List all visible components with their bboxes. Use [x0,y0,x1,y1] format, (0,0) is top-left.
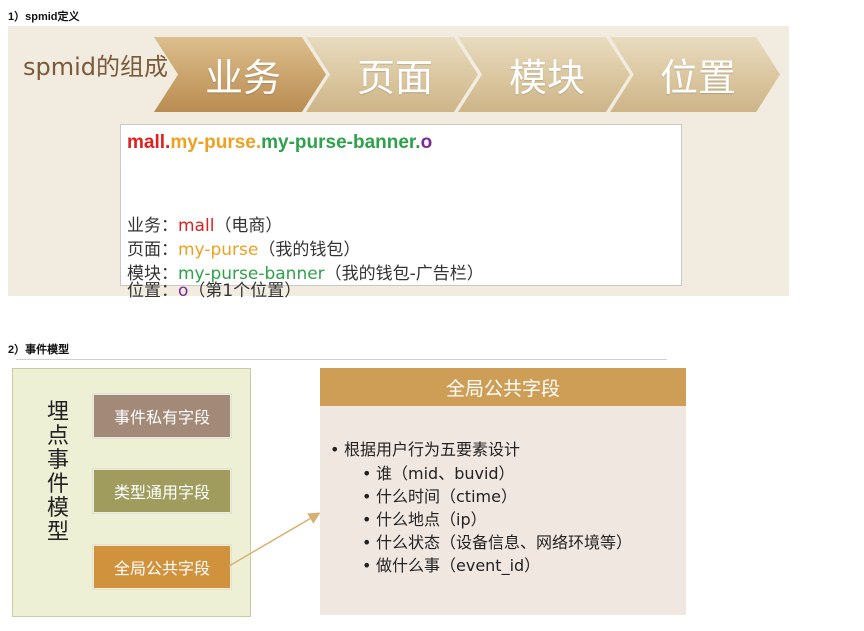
definition-note: （电商） [214,216,283,236]
definition-position: 位置：o（第1个位置） [127,283,301,300]
section1-heading: 1）spmid定义 [8,11,80,23]
event-model-box: 埋 点 事 件 模 型 事件私有字段 类型通用字段 全局公共字段 [12,368,251,617]
spm-example: mall.my-purse.my-purse-banner.o [127,132,432,154]
sub-bullet: •什么时间（ctime） [362,487,517,506]
sub-bullet: •什么地点（ip） [362,510,487,529]
chevron-business-label: 业务 [204,56,281,100]
definition-note: （我的钱包-广告栏） [324,264,484,284]
spm-part-module: my-purse-banner [261,132,416,153]
global-fields-box: 全局公共字段 [93,545,231,589]
main-bullet-text: 根据用户行为五要素设计 [344,440,521,459]
chevron-page: 页面 [306,37,478,112]
chevron-module-label: 模块 [508,56,585,100]
sub-bullet-text: 做什么事（event_id） [376,556,541,575]
definition-label: 位置： [127,281,178,301]
sub-bullet-text: 什么地点（ip） [376,510,487,529]
spmid-example-card: mall.my-purse.my-purse-banner.o 业务：mall（… [120,124,682,300]
chevron-position-label: 位置 [659,56,736,100]
spm-dot: . [165,132,171,153]
event-model-title: 埋 点 事 件 模 型 [44,401,72,545]
chevron-module: 模块 [458,37,630,112]
spmid-panel: spmid的组成 业务 页面 模块 位置 mall.my-purse.my-pu… [8,26,789,300]
main-bullet: •根据用户行为五要素设计 [330,440,521,459]
sub-bullet-text: 什么时间（ctime） [376,487,517,506]
definition-note: （第1个位置） [188,281,302,301]
chevron-page-label: 页面 [356,56,433,100]
definition-note: （我的钱包） [258,240,361,260]
private-fields-box: 事件私有字段 [93,394,231,438]
chevron-business: 业务 [154,37,326,112]
definition-value: o [178,281,189,301]
title-char: 件 [46,472,69,497]
divider [16,359,667,360]
spm-part-position: o [420,132,433,153]
sub-bullet-text: 什么状态（设备信息、网络环境等） [376,533,633,552]
definition-module: 模块：my-purse-banner（我的钱包-广告栏） [127,259,484,284]
definition-value: my-purse [178,240,259,260]
sub-bullet: •谁（mid、buvid） [362,464,515,483]
type-common-fields-box: 类型通用字段 [93,469,231,513]
definition-label: 模块： [127,264,178,284]
title-char: 点 [46,424,69,449]
definition-value: mall [178,216,215,236]
title-char: 模 [46,496,69,521]
sub-bullet: •做什么事（event_id） [362,556,541,575]
global-fields-header: 全局公共字段 [320,368,686,406]
global-fields-body: •根据用户行为五要素设计 •谁（mid、buvid） •什么时间（ctime） … [320,406,686,615]
title-char: 型 [46,520,69,545]
definition-label: 页面： [127,240,178,260]
spm-dot: . [255,132,262,153]
spm-part-business: mall [127,132,166,153]
spm-dot: . [415,132,421,153]
definition-page: 页面：my-purse（我的钱包） [127,235,360,260]
section2-heading: 2）事件模型 [8,344,70,356]
spm-part-page: my-purse [170,132,256,153]
title-char: 埋 [46,400,69,425]
spmid-title: spmid的组成 [23,53,169,81]
chevron-position: 位置 [610,37,780,112]
sub-bullet-text: 谁（mid、buvid） [376,464,515,483]
definition-business: 业务：mall（电商） [127,211,282,236]
definition-label: 业务： [127,216,178,236]
definition-value: my-purse-banner [178,264,325,284]
title-char: 事 [46,448,69,473]
sub-bullet: •什么状态（设备信息、网络环境等） [362,533,633,552]
